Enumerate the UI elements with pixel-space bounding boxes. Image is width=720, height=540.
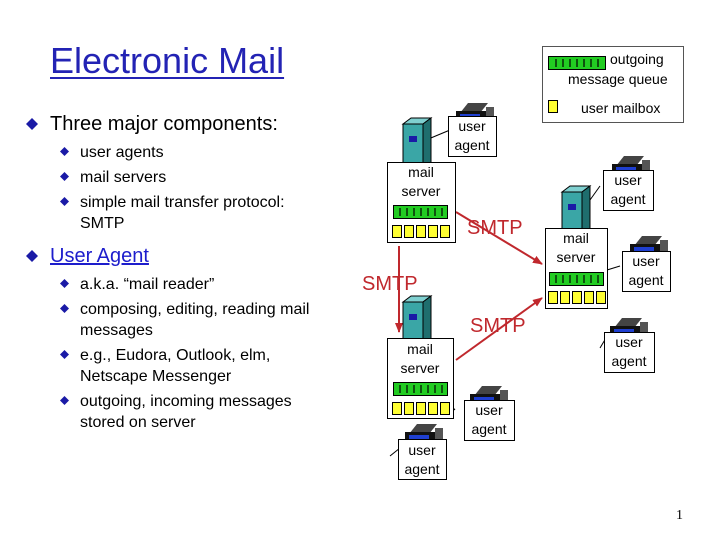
bullet-text: Netscape Messenger	[80, 368, 232, 385]
agent-label: agent	[471, 421, 506, 437]
mail-server-bottom: mail server	[387, 295, 454, 419]
smtp-arrow	[455, 297, 543, 361]
diamond-bullet-icon	[60, 147, 69, 156]
bullet-text: simple mail transfer protocol:	[80, 194, 285, 211]
legend-box: outgoing message queue user mailbox	[542, 46, 684, 123]
bullet-item: e.g., Eudora, Outlook, elm, Netscape Mes…	[22, 345, 362, 387]
mailbox-icon	[548, 100, 558, 113]
smtp-label: SMTP	[470, 315, 526, 337]
agent-label: agent	[611, 353, 646, 369]
bullet-item: a.k.a. “mail reader”	[22, 274, 362, 295]
mail-server-right: mail server	[545, 185, 608, 309]
bullet-components: Three major components:	[22, 112, 362, 136]
user-agent-1: user agent	[448, 103, 497, 157]
mailbox-icon	[392, 402, 450, 415]
message-queue-icon	[548, 56, 606, 70]
diamond-bullet-icon	[60, 350, 69, 359]
user-agent-5: user agent	[464, 386, 515, 441]
message-queue-icon	[392, 204, 449, 220]
server-label: server	[557, 249, 596, 265]
legend-queue-label: message queue	[568, 71, 668, 87]
agent-label: user	[615, 334, 643, 350]
bullet-text: SMTP	[80, 215, 125, 232]
agent-label: agent	[404, 461, 439, 477]
mailbox-icon	[548, 291, 606, 304]
mail-server-top: mail server	[387, 117, 456, 243]
diamond-bullet-icon	[60, 396, 69, 405]
legend-mailbox-label: user mailbox	[581, 100, 661, 116]
diamond-bullet-icon	[60, 279, 69, 288]
user-agent-6: user agent	[398, 424, 447, 480]
bullet-text: user agents	[80, 144, 164, 161]
legend-queue-label: outgoing	[610, 51, 664, 67]
agent-label: agent	[454, 137, 489, 153]
smtp-label: SMTP	[362, 273, 418, 295]
diamond-bullet-icon	[26, 118, 38, 130]
bullet-item: simple mail transfer protocol: SMTP	[22, 192, 362, 234]
mailbox-icon	[392, 225, 450, 238]
page-number: 1	[676, 508, 683, 523]
server-label: mail	[407, 341, 433, 357]
user-agent-4: user agent	[604, 318, 655, 373]
user-agent-2: user agent	[603, 156, 654, 211]
bullet-text: messages	[80, 322, 153, 339]
user-agent-link[interactable]: User Agent	[50, 245, 149, 267]
bullet-text: mail servers	[80, 169, 167, 186]
smtp-arrow	[455, 211, 543, 265]
agent-label: user	[614, 172, 642, 188]
agent-label: agent	[628, 272, 663, 288]
agent-label: agent	[610, 191, 645, 207]
smtp-label: SMTP	[467, 217, 523, 239]
agent-label: user	[408, 442, 436, 458]
bullet-item: composing, editing, reading mail message…	[22, 299, 362, 341]
slide-title: Electronic Mail	[50, 40, 285, 81]
bullet-list: Three major components: user agents mail…	[22, 112, 362, 433]
user-agent-3: user agent	[622, 236, 671, 292]
bullet-item: outgoing, incoming messages stored on se…	[22, 391, 362, 433]
diamond-bullet-icon	[60, 304, 69, 313]
server-label: mail	[408, 164, 434, 180]
bullet-text: composing, editing, reading mail	[80, 301, 310, 318]
bullet-text: a.k.a. “mail reader”	[80, 276, 215, 293]
server-label: server	[402, 183, 441, 199]
diamond-bullet-icon	[60, 172, 69, 181]
bullet-user-agent: User Agent	[22, 244, 362, 268]
message-queue-icon	[548, 271, 605, 287]
agent-label: user	[458, 118, 486, 134]
message-queue-icon	[392, 381, 449, 397]
bullet-text: e.g., Eudora, Outlook, elm,	[80, 347, 271, 364]
bullet-text: stored on server	[80, 414, 196, 431]
server-label: server	[401, 360, 440, 376]
agent-label: user	[475, 402, 503, 418]
components-heading: Three major components:	[50, 113, 278, 135]
diamond-bullet-icon	[60, 197, 69, 206]
bullet-item: mail servers	[22, 167, 362, 188]
diamond-bullet-icon	[26, 250, 38, 262]
server-label: mail	[563, 230, 589, 246]
bullet-item: user agents	[22, 142, 362, 163]
bullet-text: outgoing, incoming messages	[80, 393, 292, 410]
agent-label: user	[632, 253, 660, 269]
